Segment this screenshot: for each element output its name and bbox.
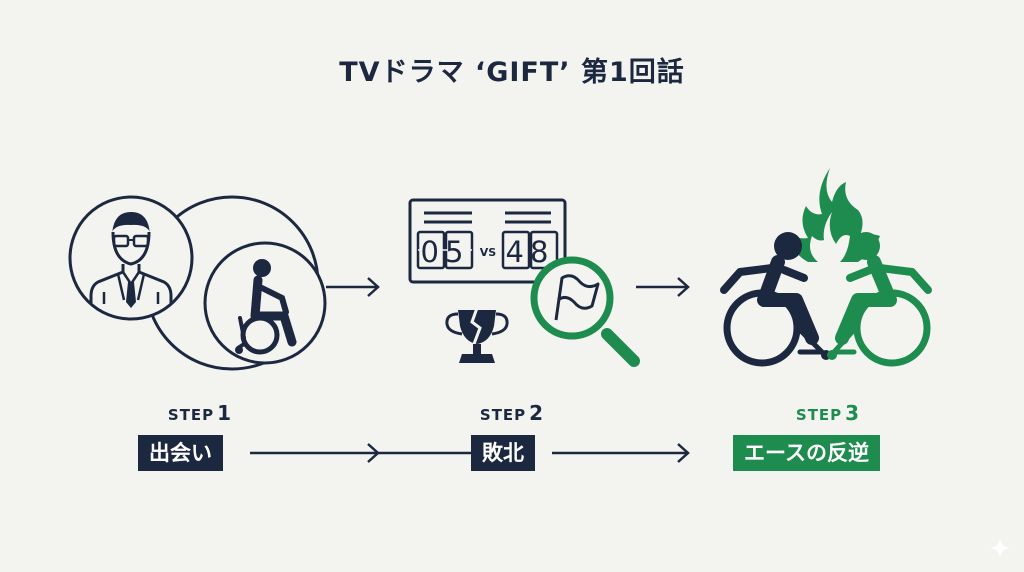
step-word: STEP	[167, 406, 215, 424]
step-1-label: 出会い	[138, 435, 223, 471]
wheelchair-rivals-icon	[720, 232, 932, 367]
timeline-line	[250, 443, 690, 463]
wheelchair-user-icon	[203, 241, 327, 365]
meeting-illustration	[68, 195, 327, 371]
sparkle-icon	[990, 538, 1010, 558]
step-word: STEP	[795, 406, 843, 424]
step-2-label: 敗北	[471, 435, 535, 471]
step-3-label: エースの反逆	[733, 435, 880, 471]
score-left: 05	[421, 235, 470, 269]
score-digit-box	[501, 230, 531, 270]
arrow-icon	[636, 277, 690, 297]
arrow-icon	[326, 277, 380, 297]
businessman-icon	[68, 195, 194, 321]
step-number: 3	[845, 401, 861, 425]
step-number: 1	[217, 401, 233, 425]
broken-trophy-icon	[445, 307, 509, 363]
page-title: TVドラマ ‘GIFT’ 第1回話	[339, 57, 685, 88]
score-vs: VS	[480, 246, 497, 259]
step-number: 2	[529, 401, 545, 425]
step-word: STEP	[479, 406, 527, 424]
magnifier-flag-icon	[530, 256, 640, 367]
scoreboard-icon: 05 VS 48	[408, 198, 567, 284]
score-right: 48	[506, 235, 555, 269]
